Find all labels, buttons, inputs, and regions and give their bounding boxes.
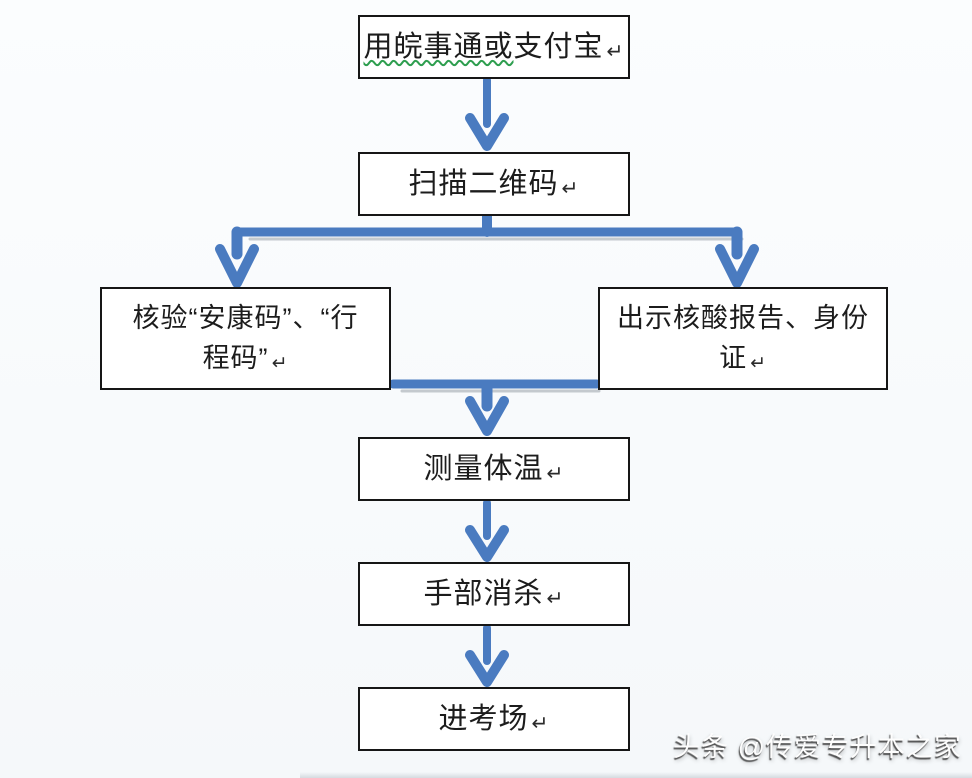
- arrow-head-icon: [465, 525, 509, 562]
- flow-node-show-report-id: 出示核酸报告、身份 证↵: [598, 287, 888, 390]
- return-mark-icon: ↵: [271, 352, 289, 374]
- return-mark-icon: ↵: [606, 40, 625, 63]
- flow-node-enter-exam-room: 进考场↵: [358, 687, 630, 751]
- flow-node-label: 测量体温↵: [423, 452, 564, 487]
- flow-node-label-text: 手部消杀: [423, 577, 544, 610]
- return-mark-icon: ↵: [546, 462, 565, 485]
- flow-node-label-text: 进考场: [438, 702, 529, 735]
- toutiao-watermark: 头条 @传爱专升本之家: [673, 732, 962, 762]
- flow-node-scan-qr: 扫描二维码↵: [358, 152, 630, 216]
- arrow-branch-right: [715, 226, 759, 288]
- flow-node-label-rest: 支付宝: [513, 30, 604, 63]
- flow-node-label: 用皖事通或支付宝↵: [363, 30, 624, 65]
- flow-node-verify-codes: 核验“安康码”、“行 程码”↵: [100, 287, 391, 390]
- arrow-head-icon: [465, 650, 509, 687]
- flow-node-label-line1: 核验“安康码”、“行: [132, 303, 359, 334]
- flow-node-label: 出示核酸报告、身份 证↵: [617, 299, 869, 377]
- arrow-head-icon: [465, 113, 509, 151]
- return-mark-icon: ↵: [546, 587, 565, 610]
- flow-node-label: 手部消杀↵: [423, 577, 564, 612]
- flow-node-measure-temperature: 测量体温↵: [358, 437, 630, 501]
- arrow-merge-to-temperature: [465, 380, 509, 436]
- spellcheck-underlined-text: 用皖事通或: [363, 30, 514, 63]
- arrow-head-icon: [715, 244, 759, 288]
- flow-node-hand-sanitize: 手部消杀↵: [358, 562, 630, 626]
- flow-node-label-text: 程码”: [202, 342, 269, 373]
- return-mark-icon: ↵: [561, 177, 580, 200]
- branch-connector: [232, 211, 744, 241]
- bottom-edge-shadow: [300, 772, 972, 778]
- arrow-branch-left: [215, 226, 259, 288]
- flow-node-label: 进考场↵: [438, 702, 549, 737]
- return-mark-icon: ↵: [531, 712, 550, 735]
- flow-node-label-text: 证: [719, 342, 748, 373]
- arrow-app-to-scan: [465, 76, 509, 151]
- flow-node-label-line2: 证↵: [617, 339, 869, 378]
- arrow-sanitize-to-enter: [465, 624, 509, 687]
- flow-node-label: 核验“安康码”、“行 程码”↵: [133, 299, 359, 377]
- flow-node-label-line2: 程码”↵: [133, 339, 359, 378]
- flow-node-app-select: 用皖事通或支付宝↵: [358, 15, 630, 79]
- merge-connector: [388, 379, 602, 393]
- flow-node-label: 扫描二维码↵: [408, 167, 579, 202]
- flow-node-label-line1: 出示核酸报告、身份: [617, 303, 869, 334]
- return-mark-icon: ↵: [750, 352, 767, 374]
- flow-node-label-text: 测量体温: [423, 452, 544, 485]
- arrow-temperature-to-sanitize: [465, 499, 509, 562]
- arrow-head-icon: [215, 244, 259, 288]
- flow-node-label-text: 扫描二维码: [408, 167, 559, 200]
- arrow-head-icon: [465, 396, 509, 436]
